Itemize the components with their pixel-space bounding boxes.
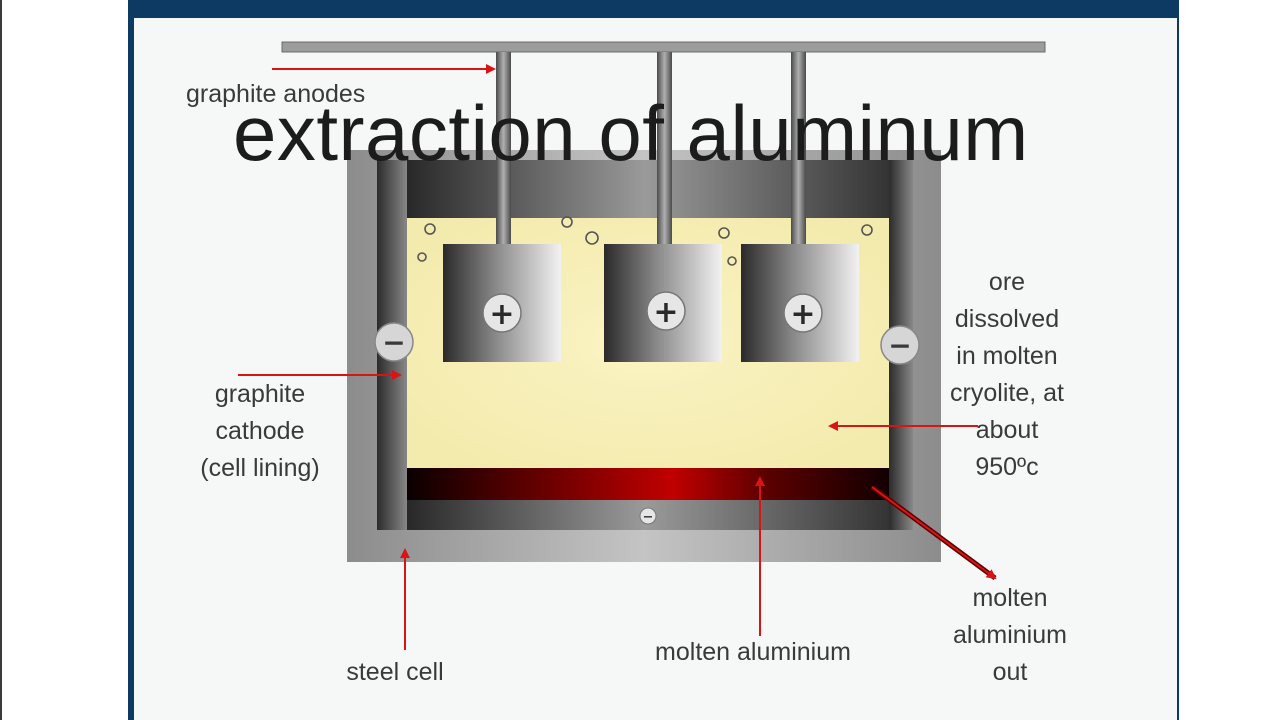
left-edge-strip	[0, 0, 2, 720]
negative-terminal-left: −	[374, 322, 414, 362]
anode-rod-2	[657, 52, 672, 245]
slide-top-bar	[134, 0, 1177, 18]
anode-rod-3	[791, 52, 806, 245]
svg-text:+: +	[653, 295, 678, 330]
svg-text:−: −	[382, 326, 405, 359]
svg-text:−: −	[643, 510, 654, 525]
anode-bus-bar	[281, 41, 1046, 53]
label-steel-cell: steel cell	[346, 658, 444, 686]
molten-aluminium-layer	[407, 468, 889, 500]
label-molten-aluminium-out: molten aluminium out	[953, 584, 1067, 686]
positive-terminal-2: +	[646, 291, 686, 331]
svg-text:−: −	[888, 329, 911, 362]
label-molten-aluminium: molten aluminium	[655, 638, 851, 666]
arrow-molten-aluminium-out	[870, 484, 997, 581]
svg-text:+: +	[790, 297, 815, 332]
overlay-title: extraction of aluminum	[233, 89, 1029, 177]
svg-text:+: +	[489, 297, 514, 332]
label-ore-dissolved: ore dissolved in molten cryolite, at abo…	[950, 268, 1064, 481]
positive-terminal-3: +	[783, 293, 823, 333]
positive-terminal-1: +	[482, 293, 522, 333]
negative-terminal-bottom: −	[639, 507, 657, 525]
label-arrows	[238, 64, 978, 650]
gas-bubbles	[417, 216, 873, 266]
negative-terminal-right: −	[880, 325, 920, 365]
label-graphite-anodes: graphite anodes	[186, 80, 366, 108]
anode-rod-1	[496, 52, 511, 245]
label-graphite-cathode: graphite cathode (cell lining)	[200, 380, 320, 482]
